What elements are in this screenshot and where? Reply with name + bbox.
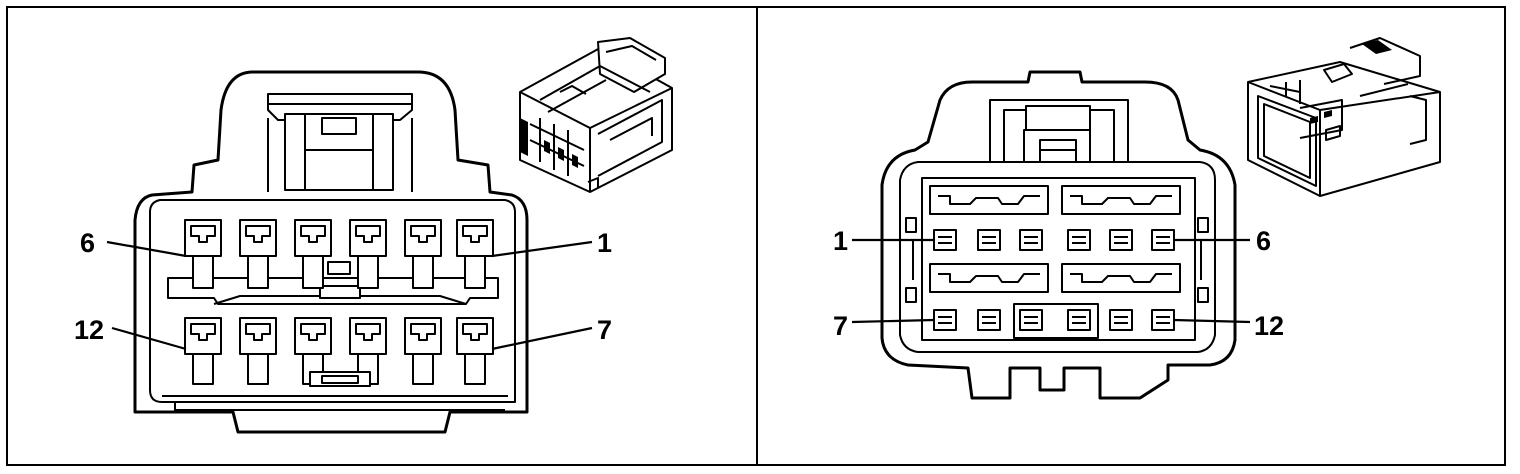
leader-line: [111, 326, 187, 351]
male-top-pins: [933, 229, 1175, 251]
female-bottom-cavities: [184, 317, 494, 387]
male-bottom-pins: [933, 303, 1175, 339]
male-top-guides: [929, 185, 1181, 215]
pin-label-bottom-left: 7: [833, 311, 848, 341]
female-top-cavities: [184, 219, 494, 289]
pin: [1151, 309, 1175, 331]
female-latch: [267, 93, 413, 192]
pin: [1109, 309, 1133, 331]
leader-line: [1173, 318, 1251, 324]
cavity: [404, 317, 442, 385]
cavity: [239, 219, 277, 289]
pin-label-top-left: 6: [80, 228, 95, 258]
pin: [1019, 229, 1043, 251]
pin-label-bottom-right: 12: [1254, 311, 1284, 341]
cavity: [349, 219, 387, 289]
pin: [977, 229, 1001, 251]
pin: [977, 309, 1001, 331]
pin-label-top-right: 1: [597, 228, 612, 258]
leader-line: [491, 240, 593, 258]
cavity: [294, 317, 332, 385]
leader-line: [851, 318, 935, 324]
female-connector-iso-thumbnail: [519, 37, 673, 193]
cavity: [239, 317, 277, 385]
cavity: [184, 219, 222, 289]
pin: [1109, 229, 1133, 251]
leader-line: [491, 326, 593, 351]
cavity: [184, 317, 222, 385]
pin-label-bottom-left: 12: [74, 315, 104, 345]
pin: [1019, 309, 1043, 331]
leader-line: [106, 240, 187, 258]
male-bottom-guides: [929, 263, 1181, 293]
cavity: [456, 317, 494, 385]
cavity: [294, 219, 332, 289]
pin: [1151, 229, 1175, 251]
female-connector-panel: 6 1 12 7: [74, 37, 673, 434]
pin-label-top-right: 6: [1256, 226, 1271, 256]
pin: [933, 229, 957, 251]
pin-label-top-left: 1: [833, 226, 848, 256]
male-latch: [989, 99, 1129, 176]
cavity: [456, 219, 494, 289]
pin-label-bottom-right: 7: [597, 315, 612, 345]
cavity: [349, 317, 387, 385]
male-connector-iso-thumbnail: [1247, 37, 1441, 197]
cavity: [404, 219, 442, 289]
pin: [933, 309, 957, 331]
male-connector-panel: 1 6 7 12: [833, 37, 1441, 400]
pin: [1067, 229, 1091, 251]
pin: [1067, 309, 1091, 331]
